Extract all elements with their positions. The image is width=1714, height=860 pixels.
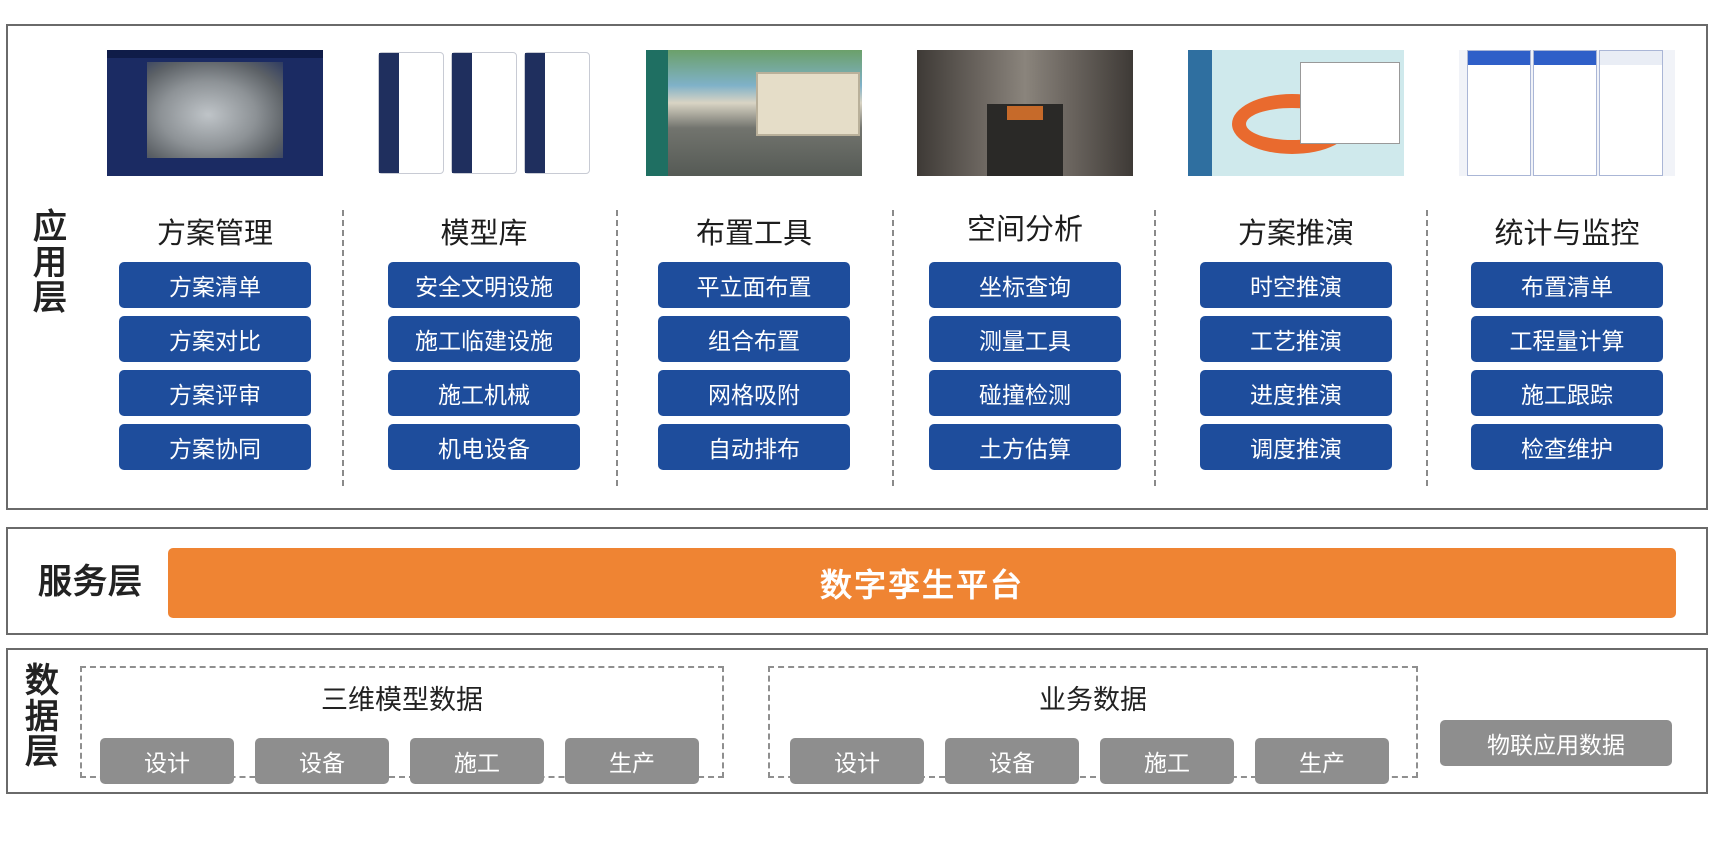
feature-button[interactable]: 时空推演 <box>1200 262 1392 308</box>
data-item[interactable]: 生产 <box>565 738 699 784</box>
feature-button[interactable]: 碰撞检测 <box>929 370 1121 416</box>
service-layer-label: 服务层 <box>38 562 143 602</box>
scheme-management-screenshot <box>107 50 323 176</box>
data-item[interactable]: 施工 <box>1100 738 1234 784</box>
statistics-monitoring-screenshot <box>1459 50 1675 176</box>
data-layer-label: 数据层 <box>25 661 59 773</box>
feature-button[interactable]: 测量工具 <box>929 316 1121 362</box>
feature-button[interactable]: 检查维护 <box>1471 424 1663 470</box>
feature-button[interactable]: 施工临建设施 <box>388 316 580 362</box>
feature-button[interactable]: 方案对比 <box>119 316 311 362</box>
column-spatial-analysis: 空间分析 坐标查询 测量工具 碰撞检测 土方估算 <box>890 26 1160 512</box>
application-layer: 应用层 方案管理 方案清单 方案对比 方案评审 方案协同 模型库 安全文明设施 … <box>6 24 1708 510</box>
data-group-title: 业务数据 <box>1039 685 1147 716</box>
feature-button[interactable]: 土方估算 <box>929 424 1121 470</box>
data-item[interactable]: 设计 <box>790 738 924 784</box>
feature-button[interactable]: 布置清单 <box>1471 262 1663 308</box>
data-item[interactable]: 施工 <box>410 738 544 784</box>
feature-button[interactable]: 工程量计算 <box>1471 316 1663 362</box>
feature-button[interactable]: 机电设备 <box>388 424 580 470</box>
column-scheme-management: 方案管理 方案清单 方案对比 方案评审 方案协同 <box>80 26 350 512</box>
column-title: 模型库 <box>440 216 528 250</box>
column-divider <box>342 210 344 486</box>
column-scheme-simulation: 方案推演 时空推演 工艺推演 进度推演 调度推演 <box>1161 26 1431 512</box>
feature-button[interactable]: 网格吸附 <box>658 370 850 416</box>
column-title: 方案推演 <box>1237 216 1354 250</box>
spatial-analysis-screenshot <box>917 50 1133 176</box>
feature-button[interactable]: 施工机械 <box>388 370 580 416</box>
feature-button[interactable]: 安全文明设施 <box>388 262 580 308</box>
feature-button[interactable]: 平立面布置 <box>658 262 850 308</box>
data-group-business: 业务数据 设计 设备 施工 生产 <box>768 666 1418 784</box>
column-divider <box>1426 210 1428 486</box>
feature-button[interactable]: 进度推演 <box>1200 370 1392 416</box>
column-title: 方案管理 <box>156 216 273 250</box>
data-group-title: 三维模型数据 <box>321 685 483 716</box>
feature-button[interactable]: 方案评审 <box>119 370 311 416</box>
data-item[interactable]: 设备 <box>255 738 389 784</box>
digital-twin-platform[interactable]: 数字孪生平台 <box>168 548 1676 618</box>
column-model-library: 模型库 安全文明设施 施工临建设施 施工机械 机电设备 <box>349 26 619 512</box>
column-divider <box>892 210 894 486</box>
column-divider <box>1154 210 1156 486</box>
model-library-screenshot <box>376 50 592 176</box>
feature-button[interactable]: 工艺推演 <box>1200 316 1392 362</box>
feature-button[interactable]: 组合布置 <box>658 316 850 362</box>
column-title: 空间分析 <box>966 212 1083 246</box>
application-layer-label: 应用层 <box>33 207 67 319</box>
feature-button[interactable]: 坐标查询 <box>929 262 1121 308</box>
data-item[interactable]: 生产 <box>1255 738 1389 784</box>
feature-button[interactable]: 自动排布 <box>658 424 850 470</box>
column-title: 布置工具 <box>695 216 812 250</box>
feature-button[interactable]: 调度推演 <box>1200 424 1392 470</box>
layout-tools-screenshot <box>646 50 862 176</box>
iot-application-data[interactable]: 物联应用数据 <box>1440 720 1672 766</box>
scheme-simulation-screenshot <box>1188 50 1404 176</box>
feature-button[interactable]: 施工跟踪 <box>1471 370 1663 416</box>
column-divider <box>616 210 618 486</box>
feature-button[interactable]: 方案协同 <box>119 424 311 470</box>
feature-button[interactable]: 方案清单 <box>119 262 311 308</box>
data-layer: 数据层 三维模型数据 设计 设备 施工 生产 业务数据 设计 设备 施工 生产 … <box>6 648 1708 794</box>
data-group-3d-model: 三维模型数据 设计 设备 施工 生产 <box>80 666 724 784</box>
column-statistics-monitoring: 统计与监控 布置清单 工程量计算 施工跟踪 检查维护 <box>1432 26 1702 512</box>
column-layout-tools: 布置工具 平立面布置 组合布置 网格吸附 自动排布 <box>619 26 889 512</box>
data-item[interactable]: 设计 <box>100 738 234 784</box>
column-title: 统计与监控 <box>1494 216 1640 250</box>
data-item[interactable]: 设备 <box>945 738 1079 784</box>
service-layer: 服务层 数字孪生平台 <box>6 527 1708 635</box>
